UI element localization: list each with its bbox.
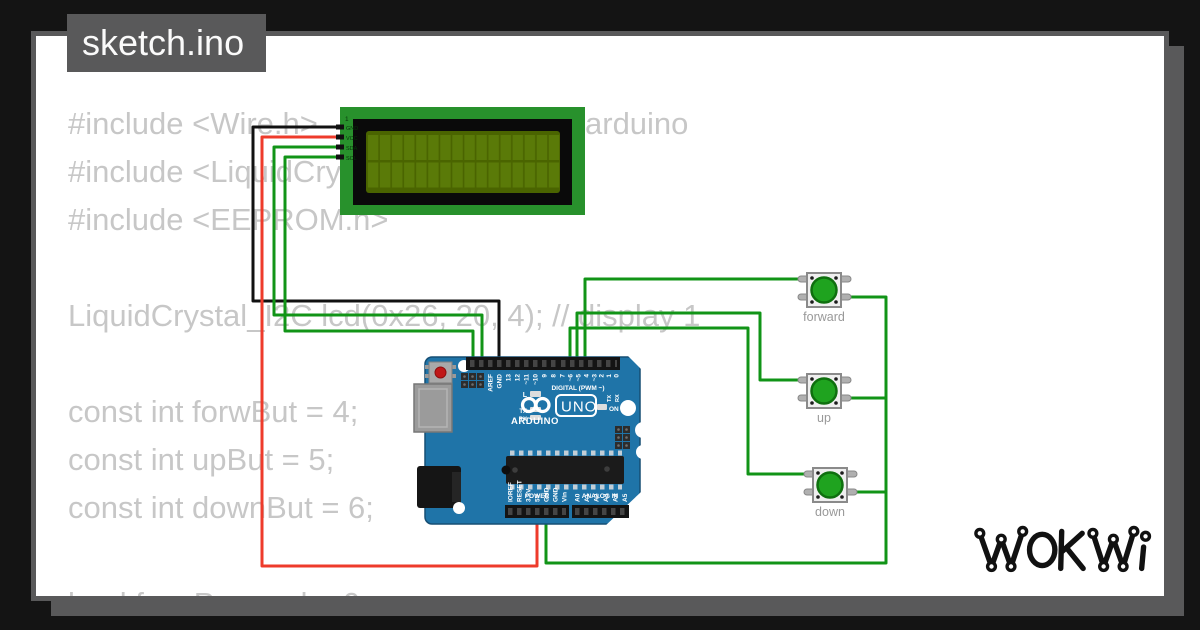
sketch-filename-tab: sketch.ino <box>67 14 267 72</box>
code-line: LiquidCrystal_I2C lcd(0x26, 20, 4); // d… <box>68 298 701 333</box>
code-line: #include <EEPROM.h> <box>68 202 389 237</box>
diagram-canvas: #include <Wire.h> arduino #include <Liqui… <box>36 36 1164 596</box>
code-line: const int forwBut = 4; <box>68 394 359 429</box>
code-line <box>68 244 1164 292</box>
wokwi-letter-i <box>1138 544 1147 572</box>
wokwi-letter-o <box>1026 531 1058 569</box>
code-line: #include <Wire.h> arduino <box>68 100 1164 148</box>
code-line: bool forwPressed = 0; <box>68 580 1164 596</box>
code-line-text: #include <Wire.h> <box>68 106 318 141</box>
code-line <box>68 340 1164 388</box>
code-line-fragment: arduino <box>585 106 689 141</box>
wokwi-logo: WOKWI <box>974 525 1152 573</box>
code-line: const int upBut = 5; <box>68 442 335 477</box>
wokwi-letter-k <box>1058 528 1086 572</box>
code-line: #include <LiquidCrystal_I2C.h> <box>68 154 499 189</box>
